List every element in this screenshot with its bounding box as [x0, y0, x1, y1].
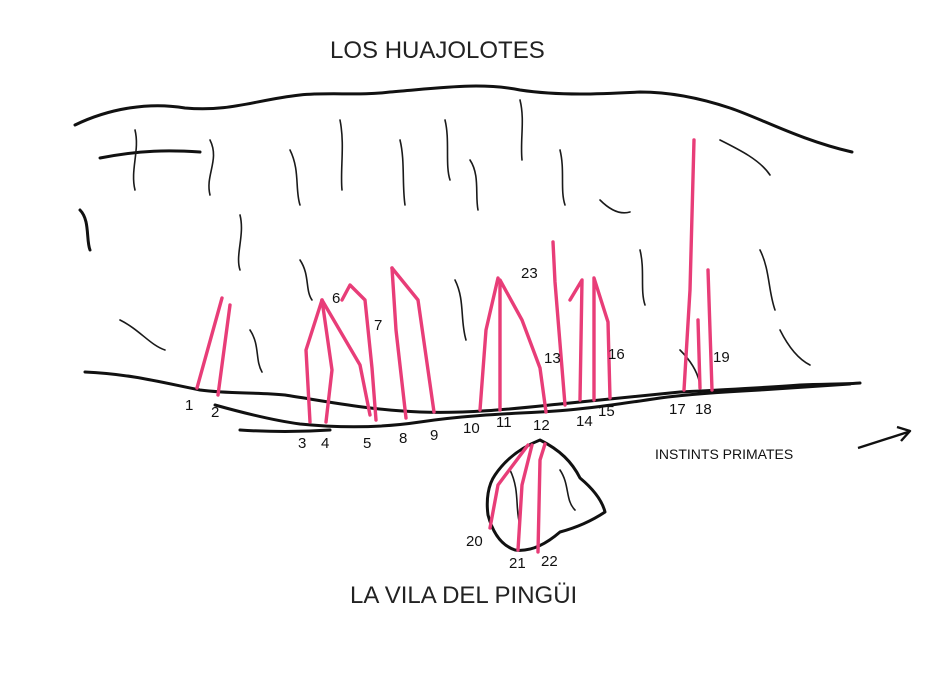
route-number-14: 14 — [576, 413, 593, 430]
routes — [195, 138, 714, 554]
route-4b — [320, 298, 372, 417]
route-number-5: 5 — [363, 435, 371, 452]
route-17 — [682, 138, 696, 392]
cliff-outline — [73, 84, 862, 433]
route-10 — [478, 276, 500, 412]
route-number-3: 3 — [298, 435, 306, 452]
route-number-16: 16 — [608, 346, 625, 363]
route-21 — [516, 443, 534, 552]
route-3 — [304, 298, 324, 424]
route-15 — [592, 276, 612, 402]
route-8 — [390, 266, 408, 420]
route-14 — [568, 278, 584, 402]
route-number-18: 18 — [695, 401, 712, 418]
route-number-12: 12 — [533, 417, 550, 434]
route-number-23: 23 — [521, 265, 538, 282]
route-11 — [498, 278, 548, 414]
route-19 — [706, 268, 714, 392]
route-13 — [551, 240, 567, 407]
crag-title: LOS HUAJOLOTES — [330, 37, 545, 64]
route-4 — [320, 298, 334, 424]
route-number-19: 19 — [713, 349, 730, 366]
route-9 — [390, 266, 436, 414]
route-number-21: 21 — [509, 555, 526, 572]
route-2 — [216, 303, 232, 397]
route-number-6: 6 — [332, 290, 340, 307]
route-number-4: 4 — [321, 435, 329, 452]
route-number-10: 10 — [463, 420, 480, 437]
boulder-outline — [485, 438, 607, 552]
route-number-1: 1 — [185, 397, 193, 414]
route-number-17: 17 — [669, 401, 686, 418]
sector-label: INSTINTS PRIMATES — [655, 446, 793, 462]
route-number-labels: 1 2 3 4 5 6 7 8 9 10 11 12 13 14 15 16 1… — [185, 265, 730, 572]
route-number-20: 20 — [466, 533, 483, 550]
route-1 — [195, 296, 224, 390]
arrow-right-icon — [857, 425, 912, 450]
boulder-title: LA VILA DEL PINGÜI — [350, 582, 577, 609]
route-number-22: 22 — [541, 553, 558, 570]
route-22 — [536, 442, 547, 554]
route-18 — [696, 318, 702, 390]
route-number-11: 11 — [496, 414, 512, 431]
route-6 — [340, 283, 378, 422]
route-number-2: 2 — [211, 404, 219, 421]
route-number-8: 8 — [399, 430, 407, 447]
route-number-13: 13 — [544, 350, 561, 367]
rock-texture — [119, 99, 811, 526]
route-number-9: 9 — [430, 427, 438, 444]
route-number-7: 7 — [374, 317, 382, 334]
route-number-15: 15 — [598, 403, 615, 420]
route-20 — [488, 443, 530, 530]
